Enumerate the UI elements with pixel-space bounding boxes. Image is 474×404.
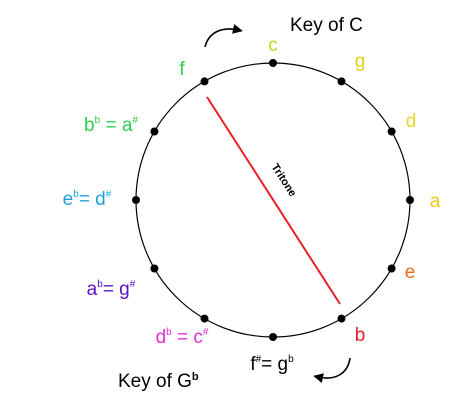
note-accidental: # (132, 115, 138, 126)
note-label-d-flat: db = c# (156, 327, 209, 348)
note-text: = a (100, 115, 133, 136)
tritone-label: Tritone (269, 162, 299, 199)
note-text: = c (172, 327, 203, 348)
note-text: a (430, 191, 441, 212)
dots-layer (132, 59, 414, 341)
note-dot-b (337, 314, 346, 323)
note-accidental: # (256, 354, 262, 365)
key-of-c-title: Key of C (290, 15, 363, 36)
note-accidental: # (106, 189, 112, 200)
note-text: a (87, 279, 98, 300)
note-text: = g (103, 279, 130, 300)
note-label-d: d (406, 111, 417, 132)
note-label-a-flat: ab= g# (87, 279, 136, 300)
bottom-rotation-arrow (313, 357, 351, 383)
note-label-f: f (179, 59, 185, 80)
note-label-b: b (355, 325, 366, 346)
note-dot-a (406, 196, 414, 204)
key-of-g-flat-accidental: b (192, 371, 199, 383)
note-dot-e-flat (132, 196, 140, 204)
note-dot-f (200, 77, 209, 86)
note-dot-e (387, 264, 396, 273)
note-text: f (250, 354, 256, 375)
note-text: e (405, 262, 416, 283)
note-dot-f-sharp (269, 333, 277, 341)
note-dot-c (269, 59, 277, 67)
key-of-g-flat-main: Key of G (118, 371, 192, 392)
note-label-c: c (268, 35, 278, 56)
note-dot-d (387, 127, 396, 136)
note-label-e-flat: eb= d# (63, 189, 112, 210)
note-label-e: e (405, 262, 416, 283)
note-label-g: g (355, 51, 366, 72)
key-of-g-flat-title: Key of Gb (118, 371, 199, 392)
tritone-line (206, 96, 341, 305)
note-text: d (406, 111, 417, 132)
note-text: = d (79, 189, 106, 210)
note-dot-g (337, 77, 346, 86)
note-text: g (355, 51, 366, 72)
note-text: = g (261, 354, 288, 375)
note-accidental: b (97, 279, 103, 290)
top-rotation-arrow (204, 24, 243, 48)
note-label-b-flat: bb = a# (84, 115, 138, 136)
note-text: b (84, 115, 95, 136)
note-label-f-sharp: f#= gb (250, 354, 294, 375)
note-text: c (268, 35, 278, 56)
note-accidental: # (130, 279, 136, 290)
note-accidental: b (288, 354, 294, 365)
note-accidental: b (73, 189, 79, 200)
note-text: f (179, 59, 185, 80)
note-text: e (63, 189, 74, 210)
note-text: d (156, 327, 167, 348)
note-accidental: b (166, 327, 172, 338)
note-accidental: # (203, 327, 209, 338)
note-accidental: b (95, 115, 101, 126)
note-text: b (355, 325, 366, 346)
note-label-a: a (430, 191, 441, 212)
note-dot-a-flat (150, 264, 159, 273)
note-dot-b-flat (150, 127, 159, 136)
note-dot-d-flat (200, 314, 209, 323)
